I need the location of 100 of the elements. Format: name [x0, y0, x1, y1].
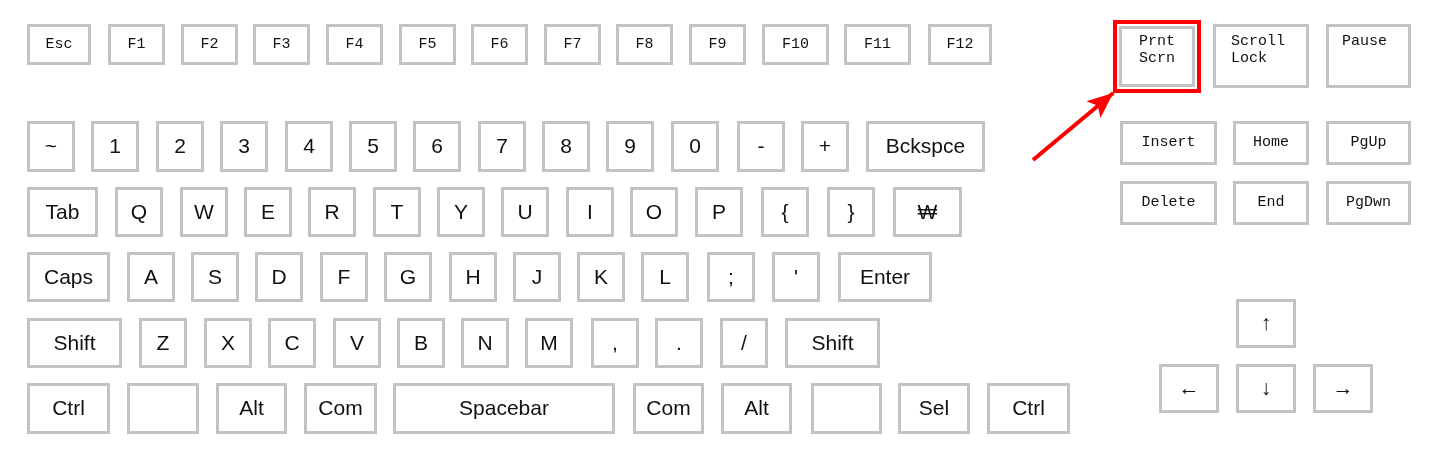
key-label: W: [194, 199, 214, 225]
key-label: →: [1332, 376, 1354, 401]
keyboard-key: [27, 252, 110, 302]
key-label: Alt: [239, 396, 264, 421]
keyboard-key: [27, 383, 110, 434]
key-label: F: [337, 264, 351, 290]
key-label: Q: [130, 199, 148, 225]
key-label: F8: [635, 35, 654, 54]
keyboard-key: [478, 121, 526, 172]
keyboard-key: [304, 383, 377, 434]
key-label: F12: [946, 35, 974, 54]
keyboard-key: [761, 187, 809, 237]
keyboard-key: [762, 24, 829, 65]
keyboard-key: [373, 187, 421, 237]
key-label: F6: [490, 35, 509, 54]
keyboard-key: [893, 187, 962, 237]
keyboard-key: [1326, 24, 1411, 88]
key-label: Caps: [44, 264, 93, 290]
keyboard-key: [513, 252, 561, 302]
keyboard-key: [253, 24, 310, 65]
key-label: -: [757, 134, 765, 159]
keyboard-key: [326, 24, 383, 65]
keyboard-key: [471, 24, 528, 65]
keyboard-key: [320, 252, 368, 302]
key-label: N: [477, 330, 493, 356]
keyboard-key: [1159, 364, 1219, 413]
keyboard-key: [630, 187, 678, 237]
key-label: F4: [345, 35, 364, 54]
keyboard-key: [1113, 20, 1201, 93]
key-label: E: [261, 199, 275, 225]
key-label: C: [284, 330, 300, 356]
key-label: Pause: [1342, 33, 1387, 51]
key-label: ₩: [917, 199, 938, 225]
key-label: P: [712, 199, 726, 225]
key-label: 2: [174, 134, 186, 159]
key-label: T: [390, 199, 404, 225]
keyboard-key: [721, 383, 792, 434]
key-label: O: [645, 199, 663, 225]
key-label: L: [659, 264, 671, 290]
keyboard-key: [866, 121, 985, 172]
key-label: Scroll Lock: [1231, 33, 1286, 68]
key-label: Home: [1253, 134, 1289, 152]
keyboard-key: [838, 252, 932, 302]
keyboard-key: [139, 318, 187, 368]
key-label: +: [818, 134, 832, 159]
key-label: F5: [418, 35, 437, 54]
keyboard-key: [671, 121, 719, 172]
keyboard-key: [1120, 181, 1217, 225]
keyboard-key: [285, 121, 333, 172]
keyboard-key: [928, 24, 992, 65]
key-label: /: [741, 330, 747, 356]
key-label: Ctrl: [52, 396, 85, 421]
keyboard-key: [606, 121, 654, 172]
keyboard-key: [1233, 121, 1309, 165]
keyboard-key: [844, 24, 911, 65]
key-label: U: [517, 199, 533, 225]
keyboard-key: [641, 252, 689, 302]
keyboard-key: [27, 24, 91, 65]
key-label: M: [540, 330, 558, 356]
key-label: F10: [782, 35, 809, 54]
keyboard-key: [737, 121, 785, 172]
key-label: PgUp: [1350, 134, 1387, 152]
key-label: 0: [689, 134, 701, 159]
key-label: Ctrl: [1012, 396, 1045, 421]
keyboard-key: [801, 121, 849, 172]
keyboard-key: [591, 318, 639, 368]
key-label: Shift: [53, 330, 96, 356]
keyboard-key: [437, 187, 485, 237]
key-label: 6: [431, 134, 443, 159]
keyboard-key: [393, 383, 615, 434]
key-label: Z: [156, 330, 170, 356]
key-label: End: [1257, 194, 1285, 212]
keyboard-key: [333, 318, 381, 368]
keyboard-key: [180, 187, 228, 237]
key-label: 1: [109, 134, 121, 159]
key-label: J: [531, 264, 543, 290]
key-label: }: [847, 199, 855, 225]
key-label: Sel: [918, 396, 950, 421]
key-label: D: [271, 264, 287, 290]
keyboard-key: [542, 121, 590, 172]
keyboard-key: [827, 187, 875, 237]
keyboard-key: [987, 383, 1070, 434]
keyboard-key: [1120, 121, 1217, 165]
keyboard-key: [108, 24, 165, 65]
key-label: 7: [496, 134, 508, 159]
keyboard-key: [1326, 121, 1411, 165]
keyboard-key: [1236, 299, 1296, 348]
key-label: 4: [303, 134, 315, 159]
keyboard-key: [898, 383, 970, 434]
key-label: B: [414, 330, 428, 356]
key-label: ~: [44, 134, 58, 159]
key-label: Prnt Scrn: [1139, 33, 1176, 68]
key-label: Esc: [45, 35, 73, 54]
key-label: F2: [200, 35, 219, 54]
keyboard-key: [349, 121, 397, 172]
key-label: 5: [367, 134, 379, 159]
key-label: Enter: [859, 264, 911, 290]
keyboard-key: [1326, 181, 1411, 225]
keyboard-key: [566, 187, 614, 237]
keyboard-key: [91, 121, 139, 172]
